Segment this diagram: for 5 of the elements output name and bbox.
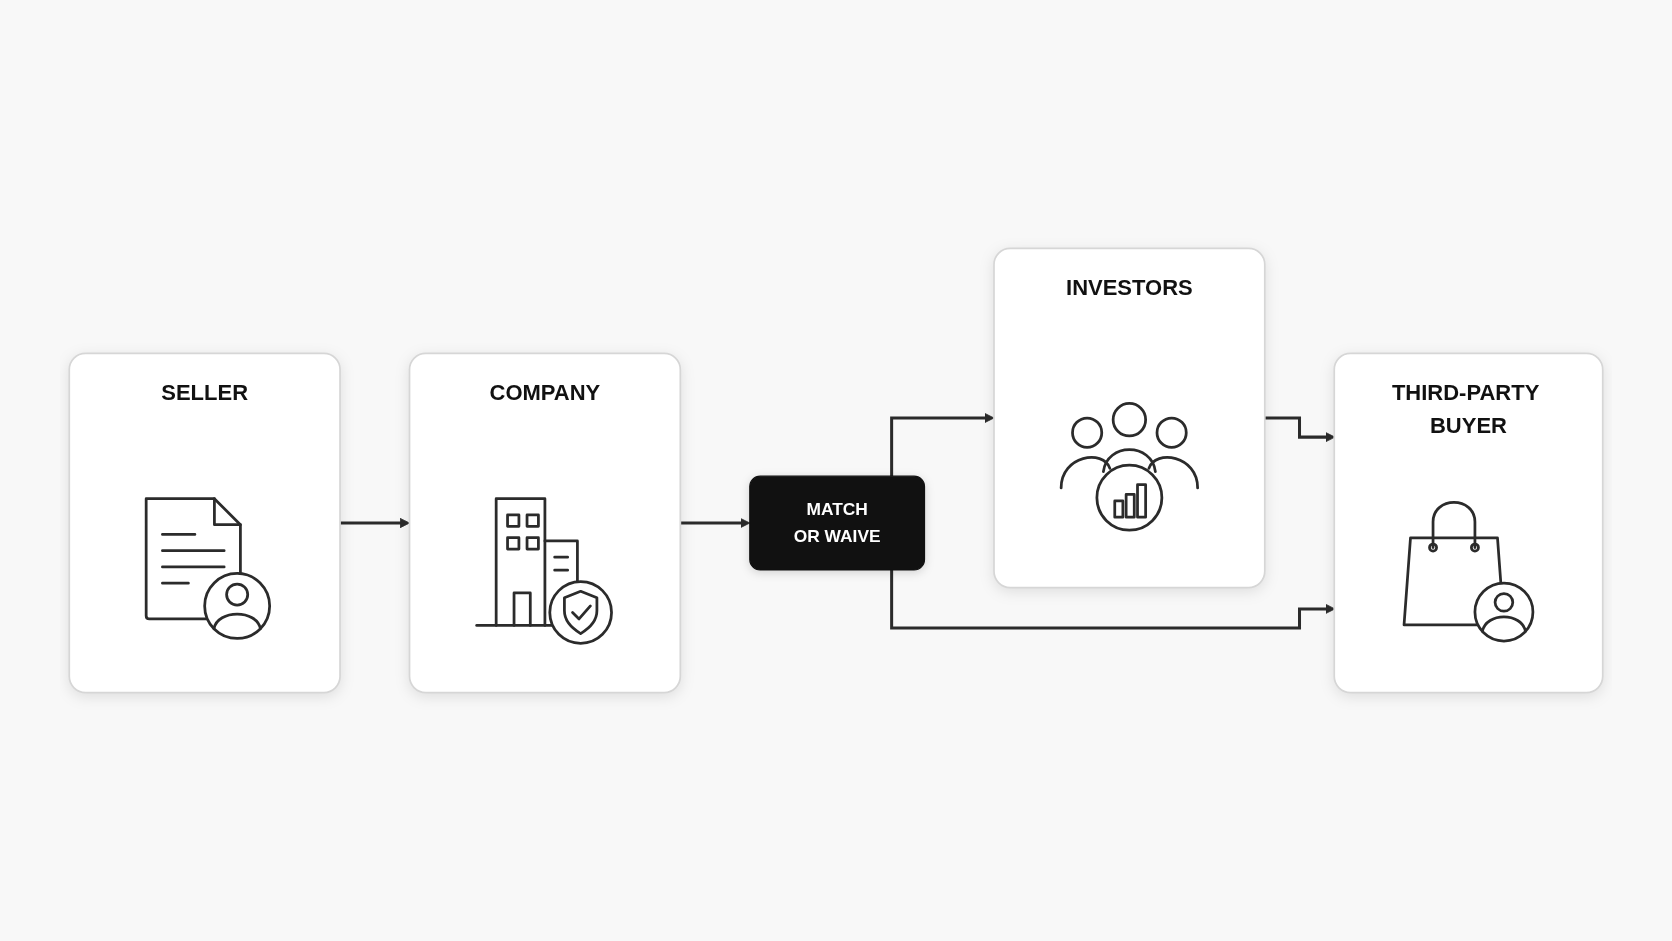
node-box: THIRD-PARTY BUYER <box>1333 352 1604 694</box>
node-box: MATCH OR WAIVE <box>749 475 926 571</box>
node-box: SELLER <box>68 352 341 694</box>
node-box: INVESTORS <box>993 247 1266 589</box>
node-box: COMPANY <box>408 352 682 694</box>
